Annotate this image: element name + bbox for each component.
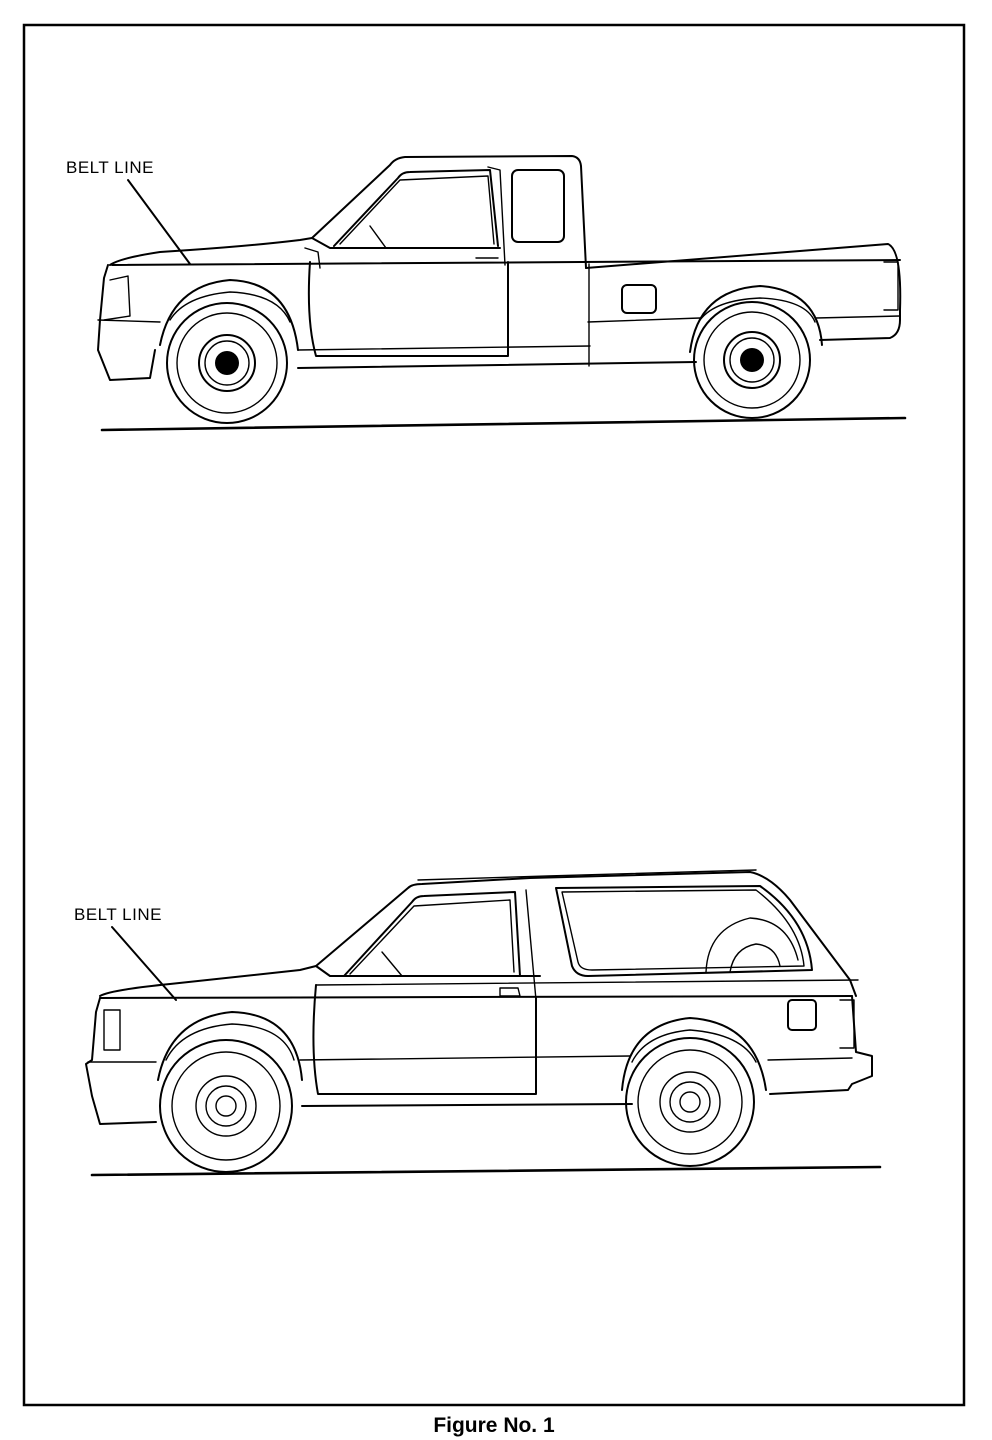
pickup-belt-line-label: BELT LINE <box>66 158 154 177</box>
figure-caption: Figure No. 1 <box>433 1414 555 1437</box>
utility-vehicle-drawing <box>85 869 882 1177</box>
utility-belt-line-label: BELT LINE <box>74 905 162 924</box>
utility-belt-line-leader <box>111 926 177 1001</box>
pickup-belt-line-leader <box>127 179 191 265</box>
page-border <box>22 23 966 1407</box>
pickup-truck-drawing <box>97 155 907 432</box>
